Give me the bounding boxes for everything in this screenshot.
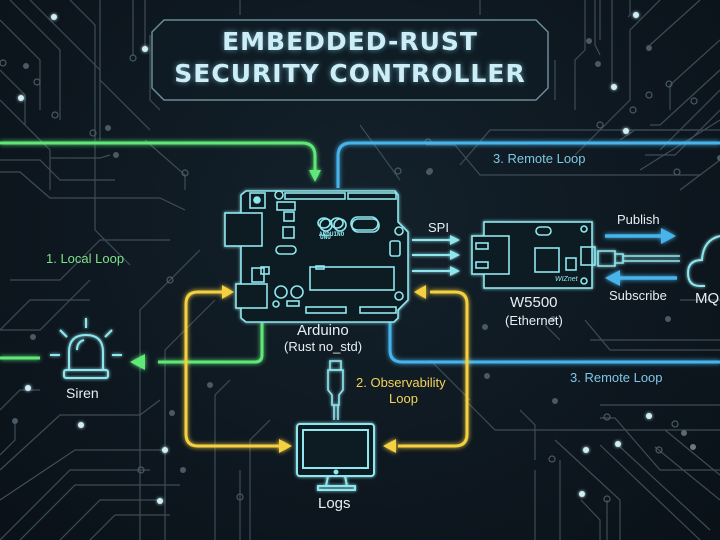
wiznet-brand-text: WIZnet — [555, 276, 578, 283]
observability-loop-label-line2: Loop — [389, 391, 418, 406]
arduino-infinity-logo — [317, 216, 379, 231]
w5500-label: W5500 — [510, 294, 558, 311]
diagram-title: EMBEDDED-RUST SECURITY CONTROLLER — [152, 16, 548, 100]
remote-loop-label-top: 3. Remote Loop — [493, 151, 586, 166]
observability-loop-arrows — [222, 285, 426, 453]
monitor-icon — [296, 423, 375, 491]
arduino-brand-text: ARDUINO — [319, 231, 345, 238]
cloud-icon — [686, 235, 720, 287]
title-line-1: EMBEDDED-RUST — [222, 27, 478, 56]
local-loop-arrows — [130, 170, 321, 370]
title-frame — [151, 19, 549, 101]
spi-label: SPI — [428, 220, 449, 235]
remote-loop-path — [336, 141, 720, 364]
spi-arrows — [412, 235, 460, 276]
arduino-logo-text: UNO — [320, 234, 331, 241]
observability-loop-label-line1: 2. Observability — [356, 375, 446, 390]
subscribe-label: Subscribe — [609, 288, 667, 303]
publish-arrow — [605, 228, 676, 244]
siren-label: Siren — [66, 385, 99, 401]
w5500-sublabel: (Ethernet) — [505, 313, 563, 328]
trace-nodes — [0, 12, 720, 504]
arduino-board-icon — [224, 190, 409, 323]
observability-loop-path — [184, 290, 469, 448]
local-loop-path — [0, 141, 317, 364]
arduino-sublabel: (Rust no_std) — [284, 339, 363, 354]
subscribe-arrow — [605, 270, 677, 286]
title-line-2: SECURITY CONTROLLER — [174, 59, 526, 88]
local-loop-label: 1. Local Loop — [46, 251, 125, 266]
remote-loop-label-bottom: 3. Remote Loop — [570, 370, 663, 385]
ethernet-module-icon — [471, 221, 680, 289]
arduino-label: Arduino — [297, 322, 349, 339]
logs-label: Logs — [318, 495, 351, 512]
broker-label: MQ — [695, 290, 720, 307]
publish-label: Publish — [617, 212, 660, 227]
siren-icon — [50, 318, 122, 379]
usb-cable-icon — [327, 360, 344, 420]
